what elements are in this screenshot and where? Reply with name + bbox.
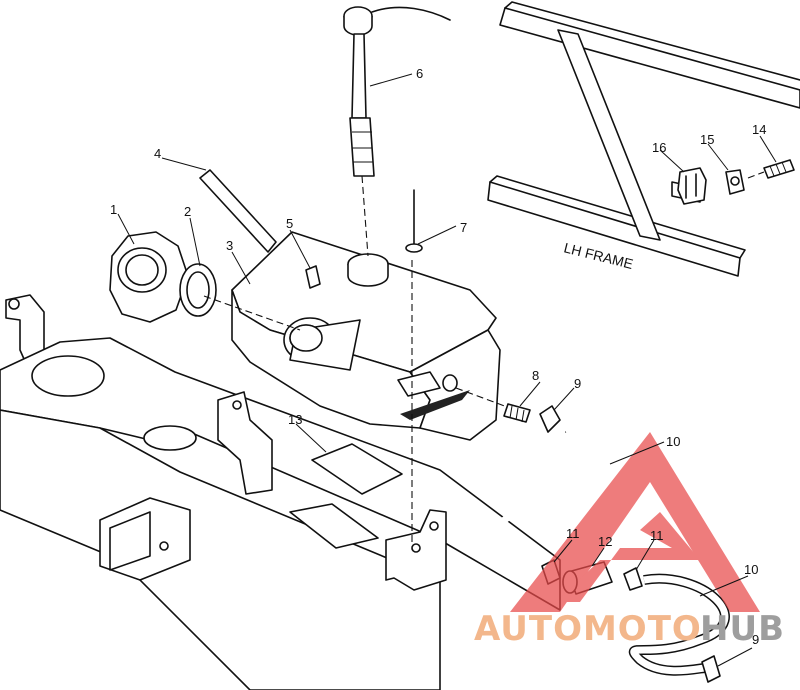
callout-6: 6 <box>416 66 423 81</box>
callout-10-upper: 10 <box>666 434 680 449</box>
callout-1: 1 <box>110 202 117 217</box>
chassis-frame <box>0 294 561 690</box>
callout-3: 3 <box>226 238 233 253</box>
gas-cap <box>109 231 189 323</box>
callout-11-right: 11 <box>650 528 664 543</box>
callout-7: 7 <box>460 220 467 235</box>
fuel-tank <box>231 231 501 441</box>
callout-9-lower: 9 <box>752 632 759 647</box>
callout-16: 16 <box>652 140 666 155</box>
watermark-logo-icon <box>510 432 760 612</box>
cap-gasket <box>179 263 217 317</box>
callout-14: 14 <box>752 122 766 137</box>
callout-2: 2 <box>184 204 191 219</box>
callout-8: 8 <box>532 368 539 383</box>
callout-12: 12 <box>598 534 612 549</box>
lh-frame-label: LH FRAME <box>562 239 635 272</box>
assembly-lines <box>203 175 511 550</box>
vent-hose <box>199 169 277 253</box>
fuel-sender <box>343 6 451 177</box>
lh-frame <box>487 1 800 277</box>
watermark-text-automoto: AUTOMOTO <box>474 609 702 649</box>
callout-leaders <box>117 73 777 667</box>
callout-15: 15 <box>700 132 714 147</box>
callout-10-lower: 10 <box>744 562 758 577</box>
callout-11-left: 11 <box>566 526 580 541</box>
tank-stud <box>405 189 423 253</box>
watermark-text-hub: HUB <box>700 609 785 649</box>
callout-4: 4 <box>154 146 161 161</box>
tank-pad <box>311 443 403 495</box>
callout-9-upper: 9 <box>574 376 581 391</box>
mounting-hardware <box>677 159 795 205</box>
callout-13: 13 <box>288 412 302 427</box>
automotohub-watermark <box>510 432 760 612</box>
callout-5: 5 <box>286 216 293 231</box>
